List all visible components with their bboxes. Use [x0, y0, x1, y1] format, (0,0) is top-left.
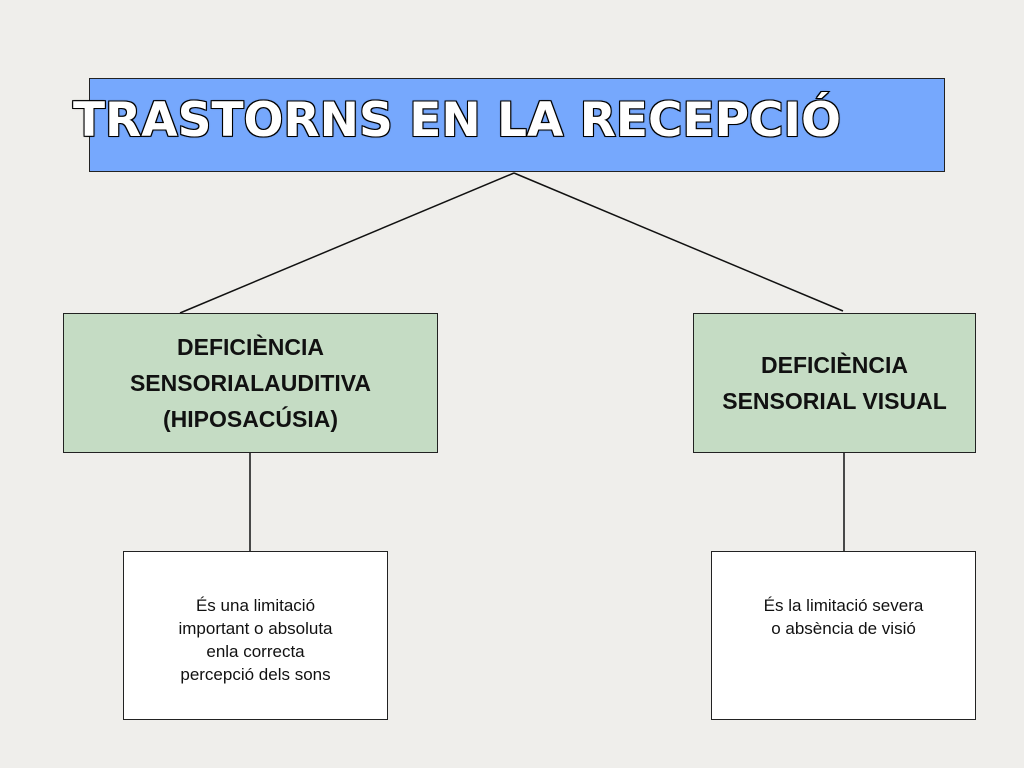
category-label-line: DEFICIÈNCIA — [177, 334, 324, 360]
category-label-line: DEFICIÈNCIA — [761, 352, 908, 378]
description-hearing: És una limitació important o absoluta en… — [123, 551, 388, 720]
description-line: important o absoluta — [178, 618, 333, 638]
description-line: enla correcta — [206, 641, 305, 661]
description-line: És una limitació — [195, 595, 316, 615]
category-label-line: SENSORIALAUDITIVA — [129, 370, 372, 396]
description-line: percepció dels sons — [180, 664, 331, 684]
title-box: TRASTORNS EN LA RECEPCIÓ — [72, 78, 945, 172]
description-line: o absència de visió — [771, 619, 916, 638]
category-hearing-deficiency: DEFICIÈNCIA SENSORIALAUDITIVA (HIPOSACÚS… — [63, 313, 438, 453]
description-line: És la limitació severa — [763, 596, 924, 615]
category-visual-deficiency: DEFICIÈNCIA SENSORIAL VISUAL — [693, 313, 976, 453]
category-label-line: SENSORIAL VISUAL — [722, 388, 947, 414]
description-visual: És la limitació severa o absència de vis… — [711, 551, 976, 720]
category-label-line: (HIPOSACÚSIA) — [162, 406, 339, 432]
diagram-title: TRASTORNS EN LA RECEPCIÓ — [72, 92, 842, 149]
